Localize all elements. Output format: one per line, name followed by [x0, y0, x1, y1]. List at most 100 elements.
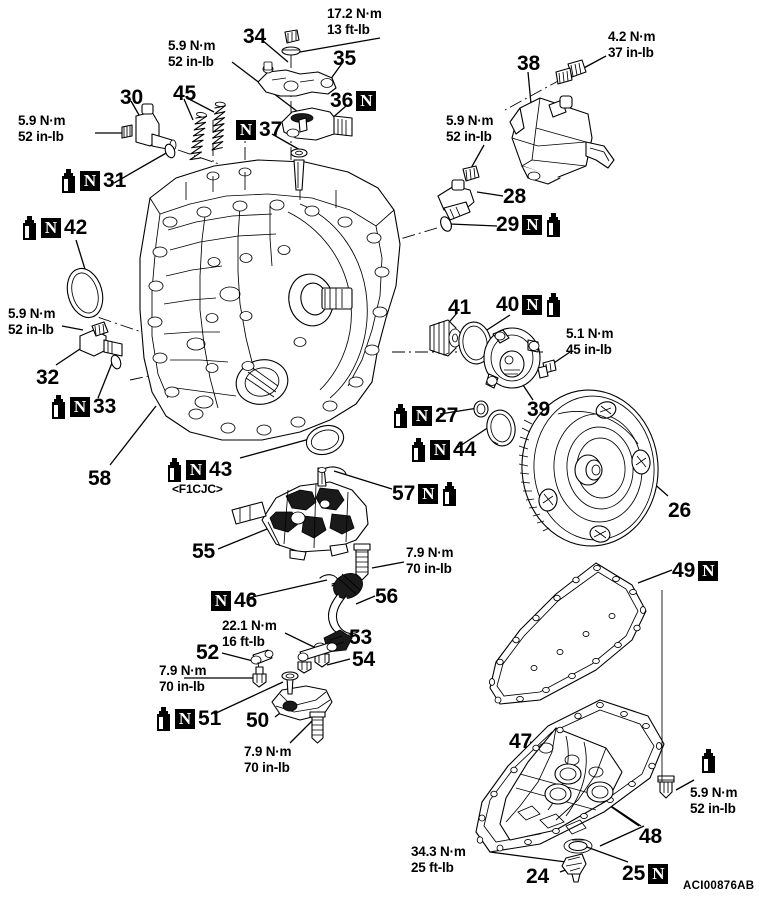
callout-29: 29 N: [496, 212, 562, 238]
callout-48: 48: [639, 825, 662, 848]
callout-37: N 37: [236, 117, 282, 143]
new-part-icon: N: [80, 171, 100, 191]
callout-33: N 33: [50, 394, 116, 420]
callout-57-number: 57: [392, 482, 416, 505]
o-ring-27: [473, 400, 489, 418]
callout-37-number: 37: [259, 118, 283, 141]
springs-45: [189, 101, 226, 161]
callout-25-number: 25: [622, 862, 646, 885]
oil-can-icon: [702, 748, 715, 773]
new-part-icon: N: [522, 215, 543, 235]
drain-plug-24: [561, 853, 587, 883]
new-part-icon: N: [356, 91, 377, 111]
callout-31-number: 31: [103, 169, 127, 192]
callout-34: 34: [243, 25, 266, 48]
oil-strainer-50: [271, 671, 333, 744]
callout-38: 38: [517, 52, 540, 75]
oil-can-icon: [52, 394, 65, 419]
new-part-icon: N: [211, 591, 231, 611]
pan-bolt-oil-marker: [700, 748, 717, 774]
oil-can-icon: [394, 403, 407, 428]
torque-spec-5-9-e: 5.9 N·m 52 in-lb: [690, 785, 738, 817]
callout-49-number: 49: [672, 559, 696, 582]
oil-can-icon: [168, 457, 181, 482]
oil-can-icon: [547, 212, 561, 237]
callout-54: 54: [352, 648, 375, 671]
drawing-code: ACI00876AB: [683, 880, 755, 892]
callout-28: 28: [503, 185, 526, 208]
callout-42: N 42: [21, 215, 87, 241]
oil-can-icon: [62, 168, 75, 193]
callout-33-number: 33: [93, 395, 117, 418]
oil-pump-39: [483, 327, 557, 389]
torque-spec-7-9-b: 7.9 N·m 70 in-lb: [159, 663, 207, 695]
new-part-icon: N: [41, 218, 61, 238]
pan-gasket-49: [488, 562, 647, 705]
torque-spec-22-1: 22.1 N·m 16 ft-lb: [222, 618, 277, 650]
solenoid-28: [437, 165, 480, 232]
oil-can-icon: [443, 481, 457, 506]
magnets-48: [544, 763, 614, 805]
callout-27: N 27: [392, 403, 458, 429]
torque-converter-26: [518, 389, 659, 547]
callout-26: 26: [668, 499, 691, 522]
bracket-52: [250, 649, 274, 688]
callout-47: 47: [509, 730, 532, 753]
callout-27-number: 27: [435, 404, 459, 427]
assembly-38: [509, 59, 615, 185]
oil-pan-47: [475, 590, 675, 883]
callout-46-number: 46: [234, 589, 258, 612]
callout-44-number: 44: [453, 438, 477, 461]
new-part-icon: N: [522, 295, 543, 315]
callout-44: N 44: [410, 437, 476, 463]
callout-46: N 46: [211, 588, 257, 614]
link-53: [297, 641, 338, 674]
callout-43: N 43: [166, 457, 232, 483]
bracket-35: [257, 29, 337, 97]
callout-57: 57 N: [392, 481, 458, 507]
filter-41: [429, 319, 462, 357]
callout-56: 56: [375, 585, 398, 608]
callout-42-number: 42: [64, 216, 88, 239]
callout-58: 58: [88, 467, 111, 490]
callout-35: 35: [333, 47, 356, 70]
callout-43-number: 43: [209, 458, 233, 481]
torque-spec-4-2: 4.2 N·m 37 in-lb: [608, 29, 656, 61]
callout-55: 55: [192, 540, 215, 563]
oil-can-icon: [412, 437, 425, 462]
callout-40: 40 N: [496, 292, 562, 318]
callout-49: 49 N: [672, 558, 719, 584]
callout-30: 30: [120, 86, 143, 109]
sensor-36: [281, 107, 353, 191]
valve-body-55: [231, 466, 371, 587]
callout-31: N 31: [60, 168, 126, 194]
new-part-icon: N: [175, 709, 195, 729]
callout-24: 24: [526, 865, 549, 888]
pan-bolt: [657, 775, 675, 799]
callout-32: 32: [36, 366, 59, 389]
callout-41: 41: [448, 296, 471, 319]
oil-can-icon: [547, 292, 561, 317]
new-part-icon: N: [698, 561, 719, 581]
callout-45: 45: [173, 82, 196, 105]
callout-29-number: 29: [496, 213, 520, 236]
torque-spec-5-9-c: 5.9 N·m 52 in-lb: [446, 113, 494, 145]
torque-spec-34-3: 34.3 N·m 25 ft-lb: [411, 844, 466, 876]
new-part-icon: N: [70, 397, 90, 417]
new-part-icon: N: [430, 440, 450, 460]
new-part-icon: N: [418, 484, 439, 504]
callout-52: 52: [196, 641, 219, 664]
callout-50: 50: [246, 709, 269, 732]
callout-53: 53: [349, 626, 372, 649]
transaxle-case: [139, 159, 401, 441]
callout-51-number: 51: [198, 707, 222, 730]
torque-spec-7-9-c: 7.9 N·m 70 in-lb: [244, 744, 292, 776]
o-ring-42: [66, 267, 104, 319]
torque-spec-17-2: 17.2 N·m 13 ft-lb: [327, 6, 382, 38]
sub-note-f1cjc: <F1CJC>: [172, 482, 223, 496]
new-part-icon: N: [648, 864, 669, 884]
oil-can-icon: [157, 706, 170, 731]
oil-can-icon: [23, 215, 36, 240]
